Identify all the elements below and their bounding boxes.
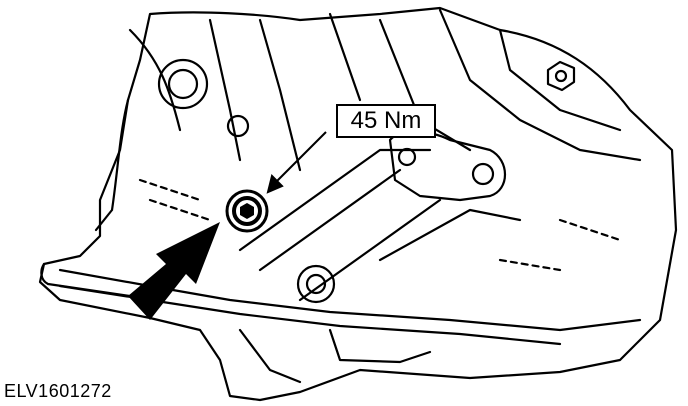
- strut: [258, 168, 402, 272]
- strut: [378, 208, 522, 262]
- rib-line: [128, 28, 182, 132]
- torque-callout: 45 Nm: [336, 104, 436, 138]
- lower-edge: [238, 328, 432, 384]
- housing-outline: [38, 6, 678, 402]
- boss-lower: [296, 264, 336, 304]
- pointer-arrow: [128, 222, 220, 320]
- hatching: [138, 178, 622, 272]
- rib-line: [208, 18, 242, 162]
- boss-small: [226, 114, 250, 138]
- rib-line: [328, 12, 362, 102]
- case-left-edge: [94, 98, 130, 232]
- rib-line: [438, 8, 642, 162]
- lug-hole: [471, 162, 495, 186]
- drain-plug: [225, 189, 269, 233]
- boss-bore: [167, 68, 199, 100]
- strut: [238, 148, 432, 252]
- boss-lower-bore: [305, 273, 327, 295]
- strut: [298, 198, 442, 302]
- leader-line: [266, 131, 327, 194]
- figure-reference-code: ELV1601272: [4, 381, 112, 401]
- bolt-head: [546, 60, 576, 92]
- rib-line: [258, 18, 302, 172]
- rib-line: [498, 28, 622, 132]
- boss: [157, 58, 209, 110]
- lug-hole: [397, 147, 417, 167]
- lower-pipe: [40, 262, 132, 298]
